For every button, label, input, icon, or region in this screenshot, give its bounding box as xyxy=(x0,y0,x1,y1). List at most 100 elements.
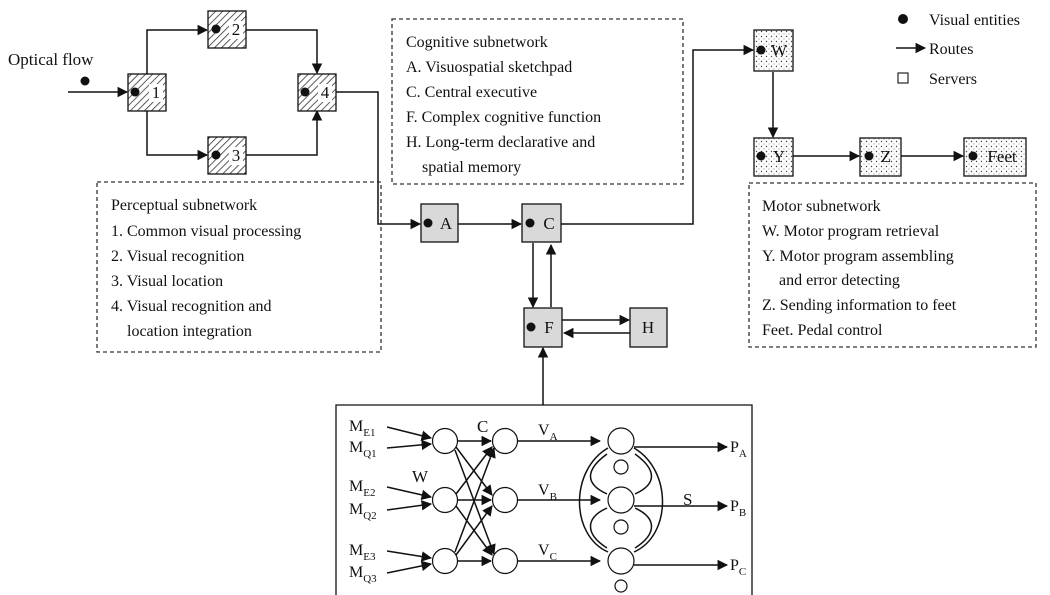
motor-item-y: Y. Motor program assembling xyxy=(762,248,954,265)
server-C: C xyxy=(521,203,562,243)
server-F: F xyxy=(523,307,563,348)
server-A: A xyxy=(420,203,459,243)
server-3: 3 xyxy=(207,136,247,175)
server-Y: Y xyxy=(753,137,794,177)
server-1-label: 1 xyxy=(152,83,161,102)
layer1-neuron-3 xyxy=(431,547,459,575)
motor-item-y-cont: and error detecting xyxy=(779,272,900,289)
visual-entity-dot xyxy=(756,151,766,161)
server-W-label: W xyxy=(771,41,788,60)
visual-entity-dot xyxy=(756,45,766,55)
v-c-label: VC xyxy=(538,542,557,563)
inhibition-arc-left-inner xyxy=(589,507,608,549)
perceptual-item-4-cont: location integration xyxy=(127,323,252,340)
cross-connections xyxy=(454,435,496,567)
server-2-label: 2 xyxy=(232,20,241,39)
inhibition-arc-right-inner xyxy=(634,453,653,495)
route-1-to-3 xyxy=(146,111,209,161)
input-arrow xyxy=(386,550,433,562)
p-a-label: PA xyxy=(730,439,747,460)
input-me2: ME2 xyxy=(349,478,375,499)
input-mq2: MQ2 xyxy=(349,501,377,522)
cognitive-subnetwork-box: Cognitive subnetwork A. Visuospatial ske… xyxy=(391,18,684,185)
visual-entity-dot xyxy=(130,87,140,97)
input-arrow xyxy=(386,426,433,441)
legend-routes-label: Routes xyxy=(929,41,973,58)
server-H-label: H xyxy=(642,318,654,337)
layer2-neuron-2 xyxy=(491,486,519,514)
input-arrow xyxy=(386,560,433,574)
input-arrow xyxy=(386,486,433,501)
input-arrow xyxy=(386,439,433,451)
server-C-label: C xyxy=(543,214,554,233)
layer2-neuron-1 xyxy=(491,427,519,455)
neural-panel-frame xyxy=(335,404,753,595)
compete-neuron-b xyxy=(607,486,635,514)
input-me1: ME1 xyxy=(349,418,375,439)
visual-entity-dot xyxy=(864,151,874,161)
inhibition-arc-left xyxy=(578,447,609,553)
input-mq3: MQ3 xyxy=(349,564,377,585)
p-b-label: PB xyxy=(730,498,746,519)
server-2: 2 xyxy=(207,10,247,49)
motor-item-z: Z. Sending information to feet xyxy=(762,297,957,314)
visual-entity-dot xyxy=(968,151,978,161)
visual-entity-dot xyxy=(300,87,310,97)
inhibitory-node xyxy=(614,579,628,593)
compete-neuron-c xyxy=(607,547,635,575)
server-4-label: 4 xyxy=(321,83,330,102)
p-c-label: PC xyxy=(730,557,746,578)
legend-entity-icon xyxy=(898,14,908,24)
optical-flow-label: Optical flow xyxy=(8,50,94,69)
layer1-neuron-2 xyxy=(431,486,459,514)
inhibition-arc-right-inner xyxy=(634,507,653,549)
w-label: W xyxy=(412,467,429,486)
server-feet: Feet xyxy=(963,137,1027,177)
motor-title: Motor subnetwork xyxy=(762,198,881,215)
cognitive-title: Cognitive subnetwork xyxy=(406,34,548,51)
server-F-label: F xyxy=(544,318,553,337)
inhibitory-node xyxy=(613,519,629,535)
input-me3: ME3 xyxy=(349,542,376,563)
inhibition-arc-right xyxy=(633,447,664,553)
input-arrow xyxy=(386,500,433,511)
server-Y-label: Y xyxy=(773,147,785,166)
visual-entity-dot xyxy=(211,150,221,160)
c-label: C xyxy=(477,417,488,436)
motor-item-feet: Feet. Pedal control xyxy=(762,322,883,339)
server-H: H xyxy=(629,307,668,348)
compete-neuron-a xyxy=(607,427,635,455)
server-Z: Z xyxy=(859,137,902,177)
legend: Visual entities Routes Servers xyxy=(896,12,1020,88)
inhibition-arc-left-inner xyxy=(589,453,608,495)
layer1-neuron-1 xyxy=(431,427,459,455)
route-2-to-4 xyxy=(245,29,323,75)
neural-network-panel: ME1 MQ1 ME2 MQ2 ME3 MQ3 W C xyxy=(335,404,753,595)
perceptual-title: Perceptual subnetwork xyxy=(111,197,257,214)
cognitive-item-a: A. Visuospatial sketchpad xyxy=(406,59,572,76)
cognitive-item-f: F. Complex cognitive function xyxy=(406,109,601,126)
visual-entity-dot xyxy=(526,322,536,332)
perceptual-subnetwork-box: Perceptual subnetwork 1. Common visual p… xyxy=(96,181,382,353)
server-W: W xyxy=(753,29,794,72)
legend-server-icon xyxy=(897,72,909,84)
legend-servers-label: Servers xyxy=(929,71,977,88)
s-label: S xyxy=(683,490,692,509)
route-4-to-A xyxy=(336,91,422,230)
perceptual-item-1: 1. Common visual processing xyxy=(111,223,301,240)
legend-entities-label: Visual entities xyxy=(929,12,1020,29)
cognitive-item-c: C. Central executive xyxy=(406,84,537,101)
visual-entity-dot xyxy=(211,24,221,34)
perceptual-item-4: 4. Visual recognition and xyxy=(111,298,272,315)
input-entity-dot xyxy=(80,76,90,86)
route-3-to-4 xyxy=(245,109,323,156)
input-mq1: MQ1 xyxy=(349,439,377,460)
cognitive-item-h: H. Long-term declarative and xyxy=(406,134,595,151)
inhibitory-node xyxy=(613,459,629,475)
visual-entity-dot xyxy=(525,218,535,228)
v-a-label: VA xyxy=(538,422,558,443)
v-b-label: VB xyxy=(538,482,557,503)
route-C-to-W xyxy=(561,44,755,225)
server-feet-label: Feet xyxy=(987,147,1017,166)
